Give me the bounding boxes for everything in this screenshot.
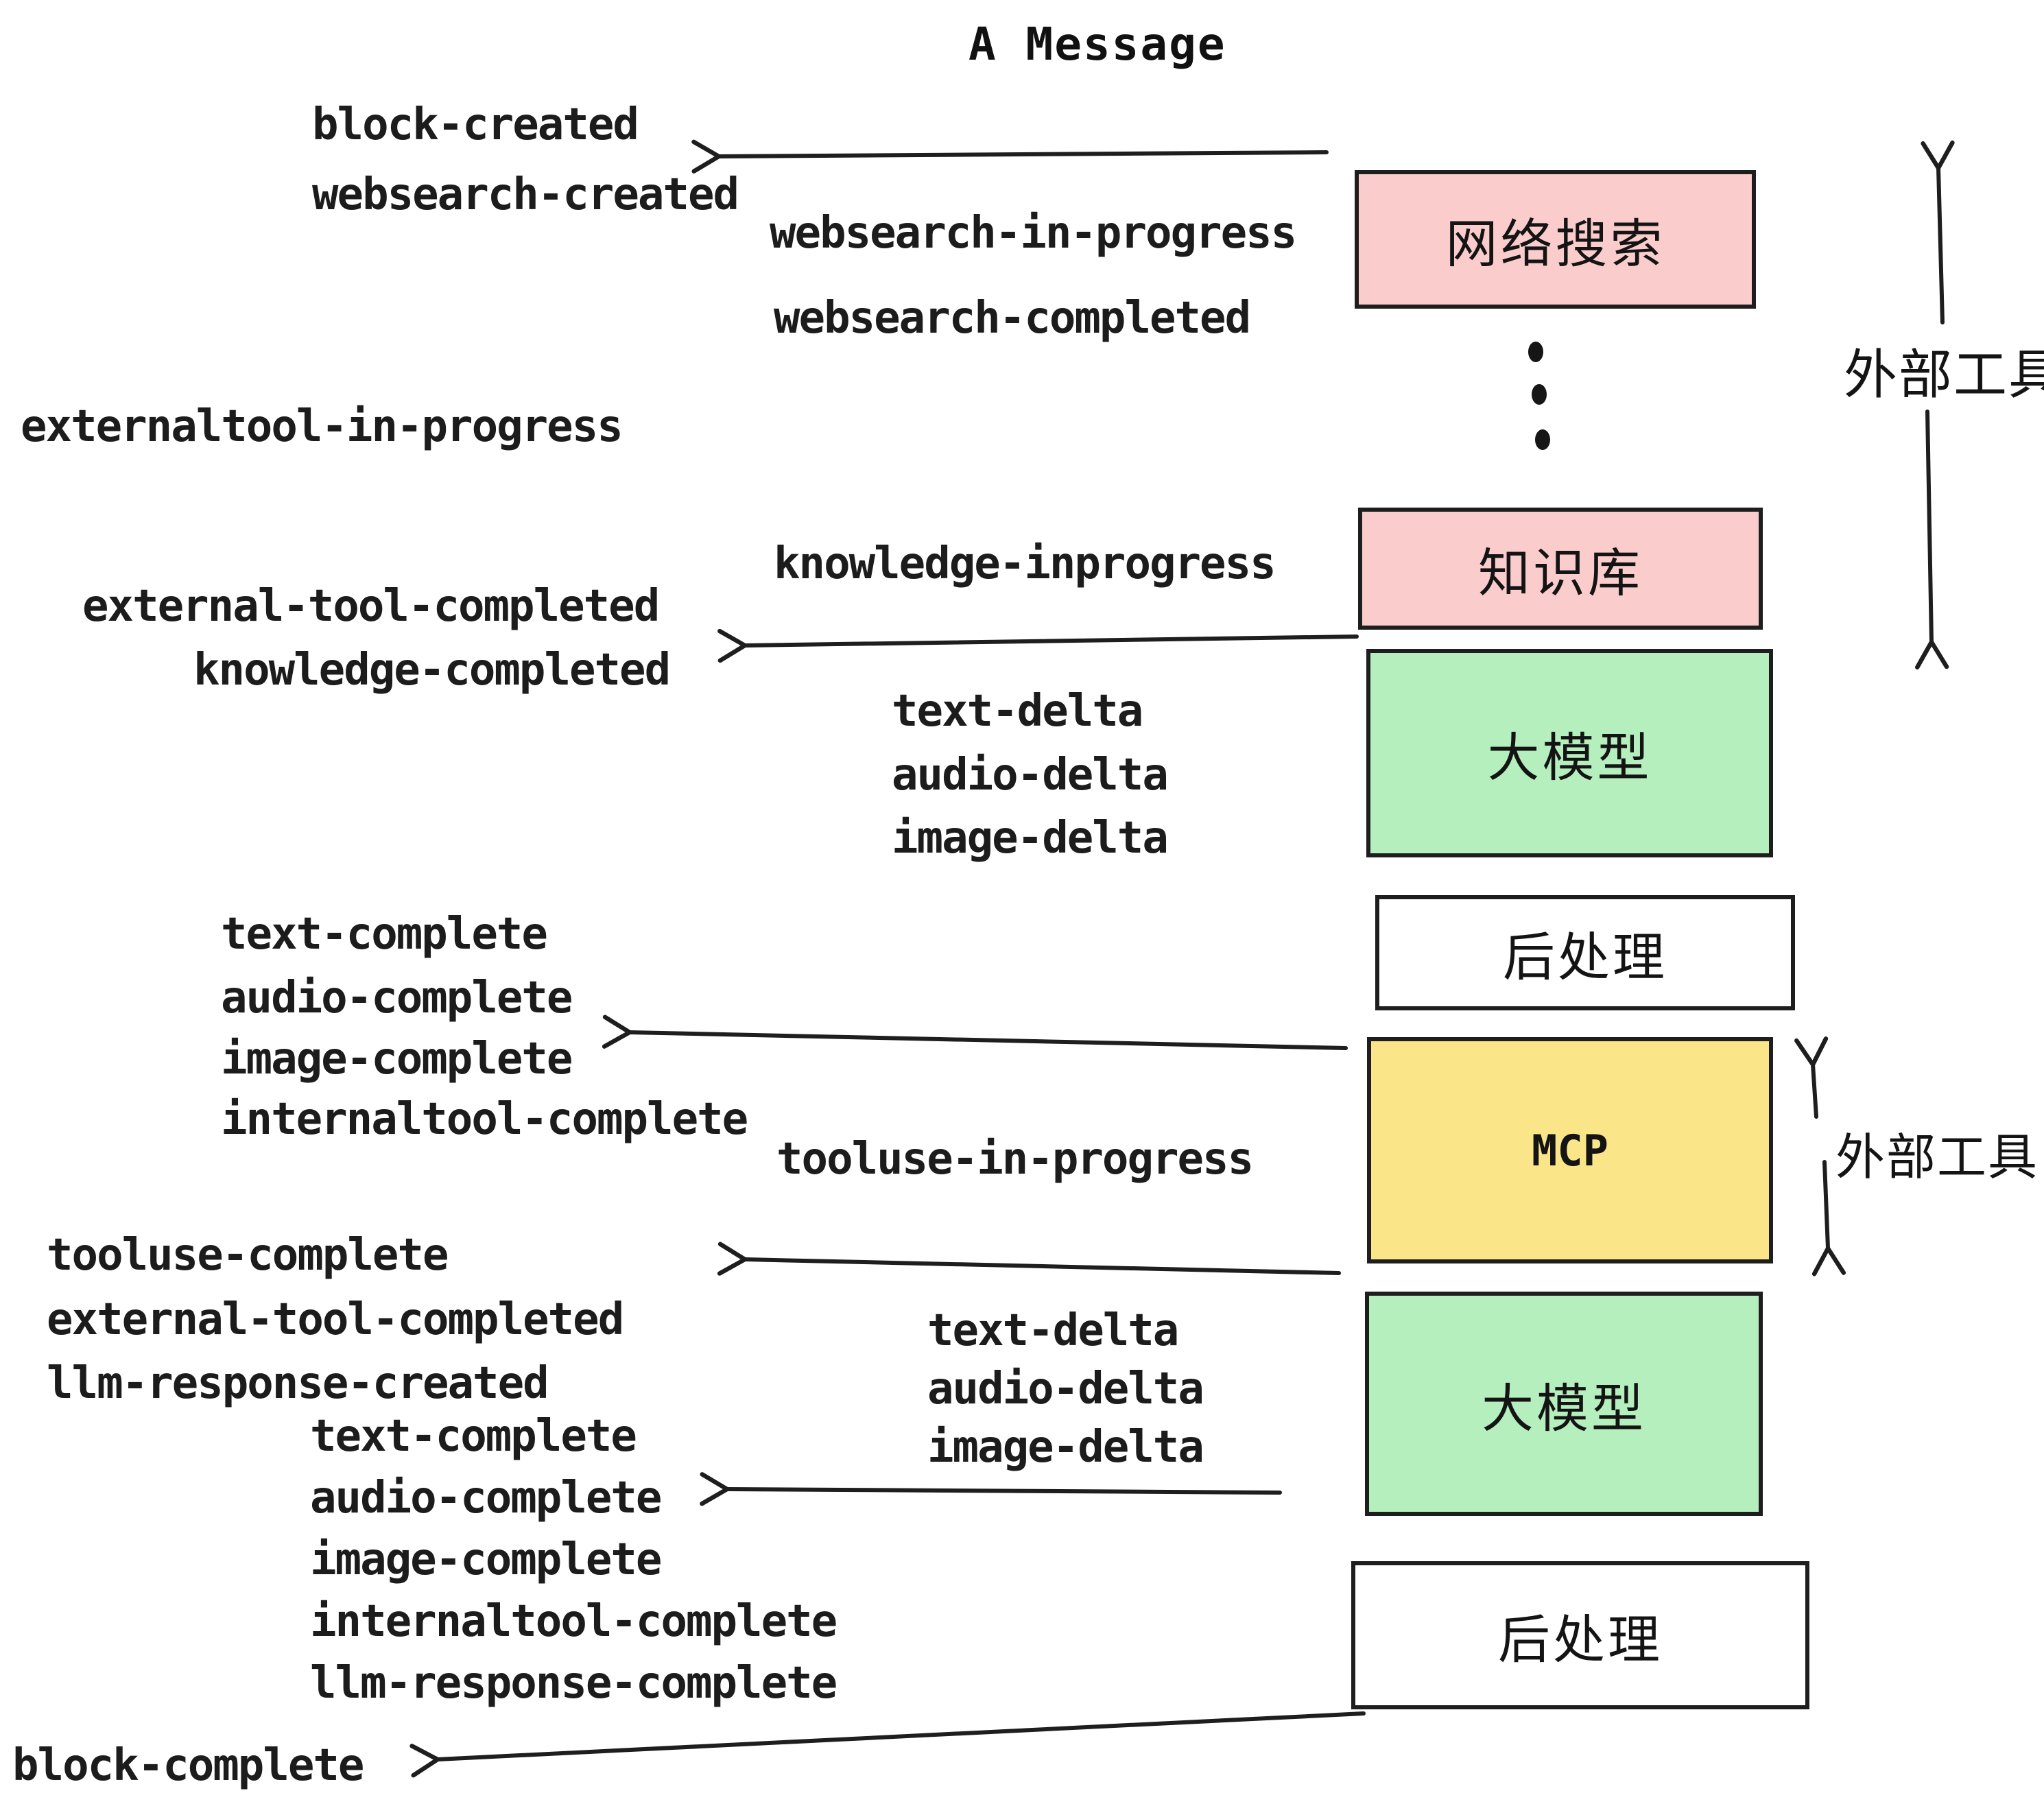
llm-box-1-label: 大模型: [1487, 727, 1652, 788]
mcp-box: MCP: [1367, 1037, 1773, 1263]
diagram-title: A Message: [968, 18, 1226, 71]
postprocess-box-2-label: 后处理: [1498, 1609, 1663, 1670]
ellipsis-dot: [1528, 342, 1543, 362]
event-websearch-created: websearch-created: [312, 169, 739, 220]
event-block-created: block-created: [312, 99, 639, 150]
external-tools-label-top: 外部工具: [1844, 344, 2044, 406]
event-image-complete-2: image-complete: [310, 1534, 662, 1585]
arrow-external-tools-down: [1915, 410, 1949, 670]
event-knowledge-completed: knowledge-completed: [193, 645, 671, 696]
arrow-block-complete: [409, 1711, 1366, 1778]
ellipsis-dot: [1532, 384, 1547, 405]
event-internaltool-complete: internaltool-complete: [221, 1094, 748, 1145]
event-tooluse-complete: tooluse-complete: [47, 1230, 449, 1281]
event-internaltool-complete-2: internaltool-complete: [310, 1596, 837, 1647]
llm-box-2-label: 大模型: [1482, 1377, 1646, 1439]
mcp-box-label: MCP: [1532, 1125, 1608, 1176]
event-audio-delta-2: audio-delta: [927, 1364, 1204, 1414]
event-block-complete: block-complete: [12, 1740, 364, 1791]
llm-box-1: 大模型: [1366, 649, 1773, 857]
event-image-delta: image-delta: [892, 813, 1169, 864]
event-llm-response-created: llm-response-created: [47, 1358, 549, 1409]
websearch-box: 网络搜索: [1355, 170, 1756, 309]
llm-box-2: 大模型: [1365, 1292, 1763, 1516]
knowledge-box: 知识库: [1358, 508, 1763, 630]
arrow-knowledge-completed: [717, 628, 1359, 663]
arrow-websearch-created: [691, 139, 1329, 174]
arrow-tooluse-complete: [717, 1242, 1341, 1276]
websearch-box-label: 网络搜索: [1445, 213, 1665, 274]
event-external-tool-completed-2: external-tool-completed: [47, 1294, 624, 1345]
ellipsis-dot: [1535, 429, 1550, 450]
event-image-delta-2: image-delta: [927, 1422, 1204, 1473]
event-text-complete-2: text-complete: [310, 1411, 637, 1462]
event-text-complete: text-complete: [221, 909, 548, 960]
arrow-image-complete: [602, 1014, 1348, 1050]
postprocess-box-1-label: 后处理: [1503, 927, 1667, 988]
postprocess-box-2: 后处理: [1351, 1561, 1809, 1709]
event-websearch-completed: websearch-completed: [774, 293, 1251, 344]
event-text-delta: text-delta: [892, 686, 1143, 737]
event-audio-complete: audio-complete: [221, 973, 573, 1023]
event-externaltool-in-progress: externaltool-in-progress: [21, 401, 623, 452]
event-llm-response-complete: llm-response-complete: [310, 1658, 837, 1709]
event-websearch-in-progress: websearch-in-progress: [770, 208, 1297, 259]
postprocess-box-1: 后处理: [1375, 895, 1795, 1010]
arrow-external-tools-mid-up: [1794, 1036, 1829, 1119]
event-tooluse-in-progress: tooluse-in-progress: [776, 1134, 1254, 1185]
event-external-tool-completed: external-tool-completed: [82, 581, 660, 632]
event-audio-delta: audio-delta: [892, 750, 1169, 800]
arrow-audio-complete: [700, 1472, 1282, 1506]
arrow-external-tools-mid-down: [1811, 1160, 1846, 1277]
event-text-delta-2: text-delta: [927, 1305, 1179, 1356]
knowledge-box-label: 知识库: [1478, 543, 1643, 604]
external-tools-label-mid: 外部工具: [1835, 1128, 2039, 1186]
event-image-complete: image-complete: [221, 1034, 573, 1084]
arrow-external-tools-up: [1921, 140, 1955, 324]
event-audio-complete-2: audio-complete: [310, 1473, 662, 1523]
event-knowledge-inprogress: knowledge-inprogress: [774, 538, 1276, 589]
